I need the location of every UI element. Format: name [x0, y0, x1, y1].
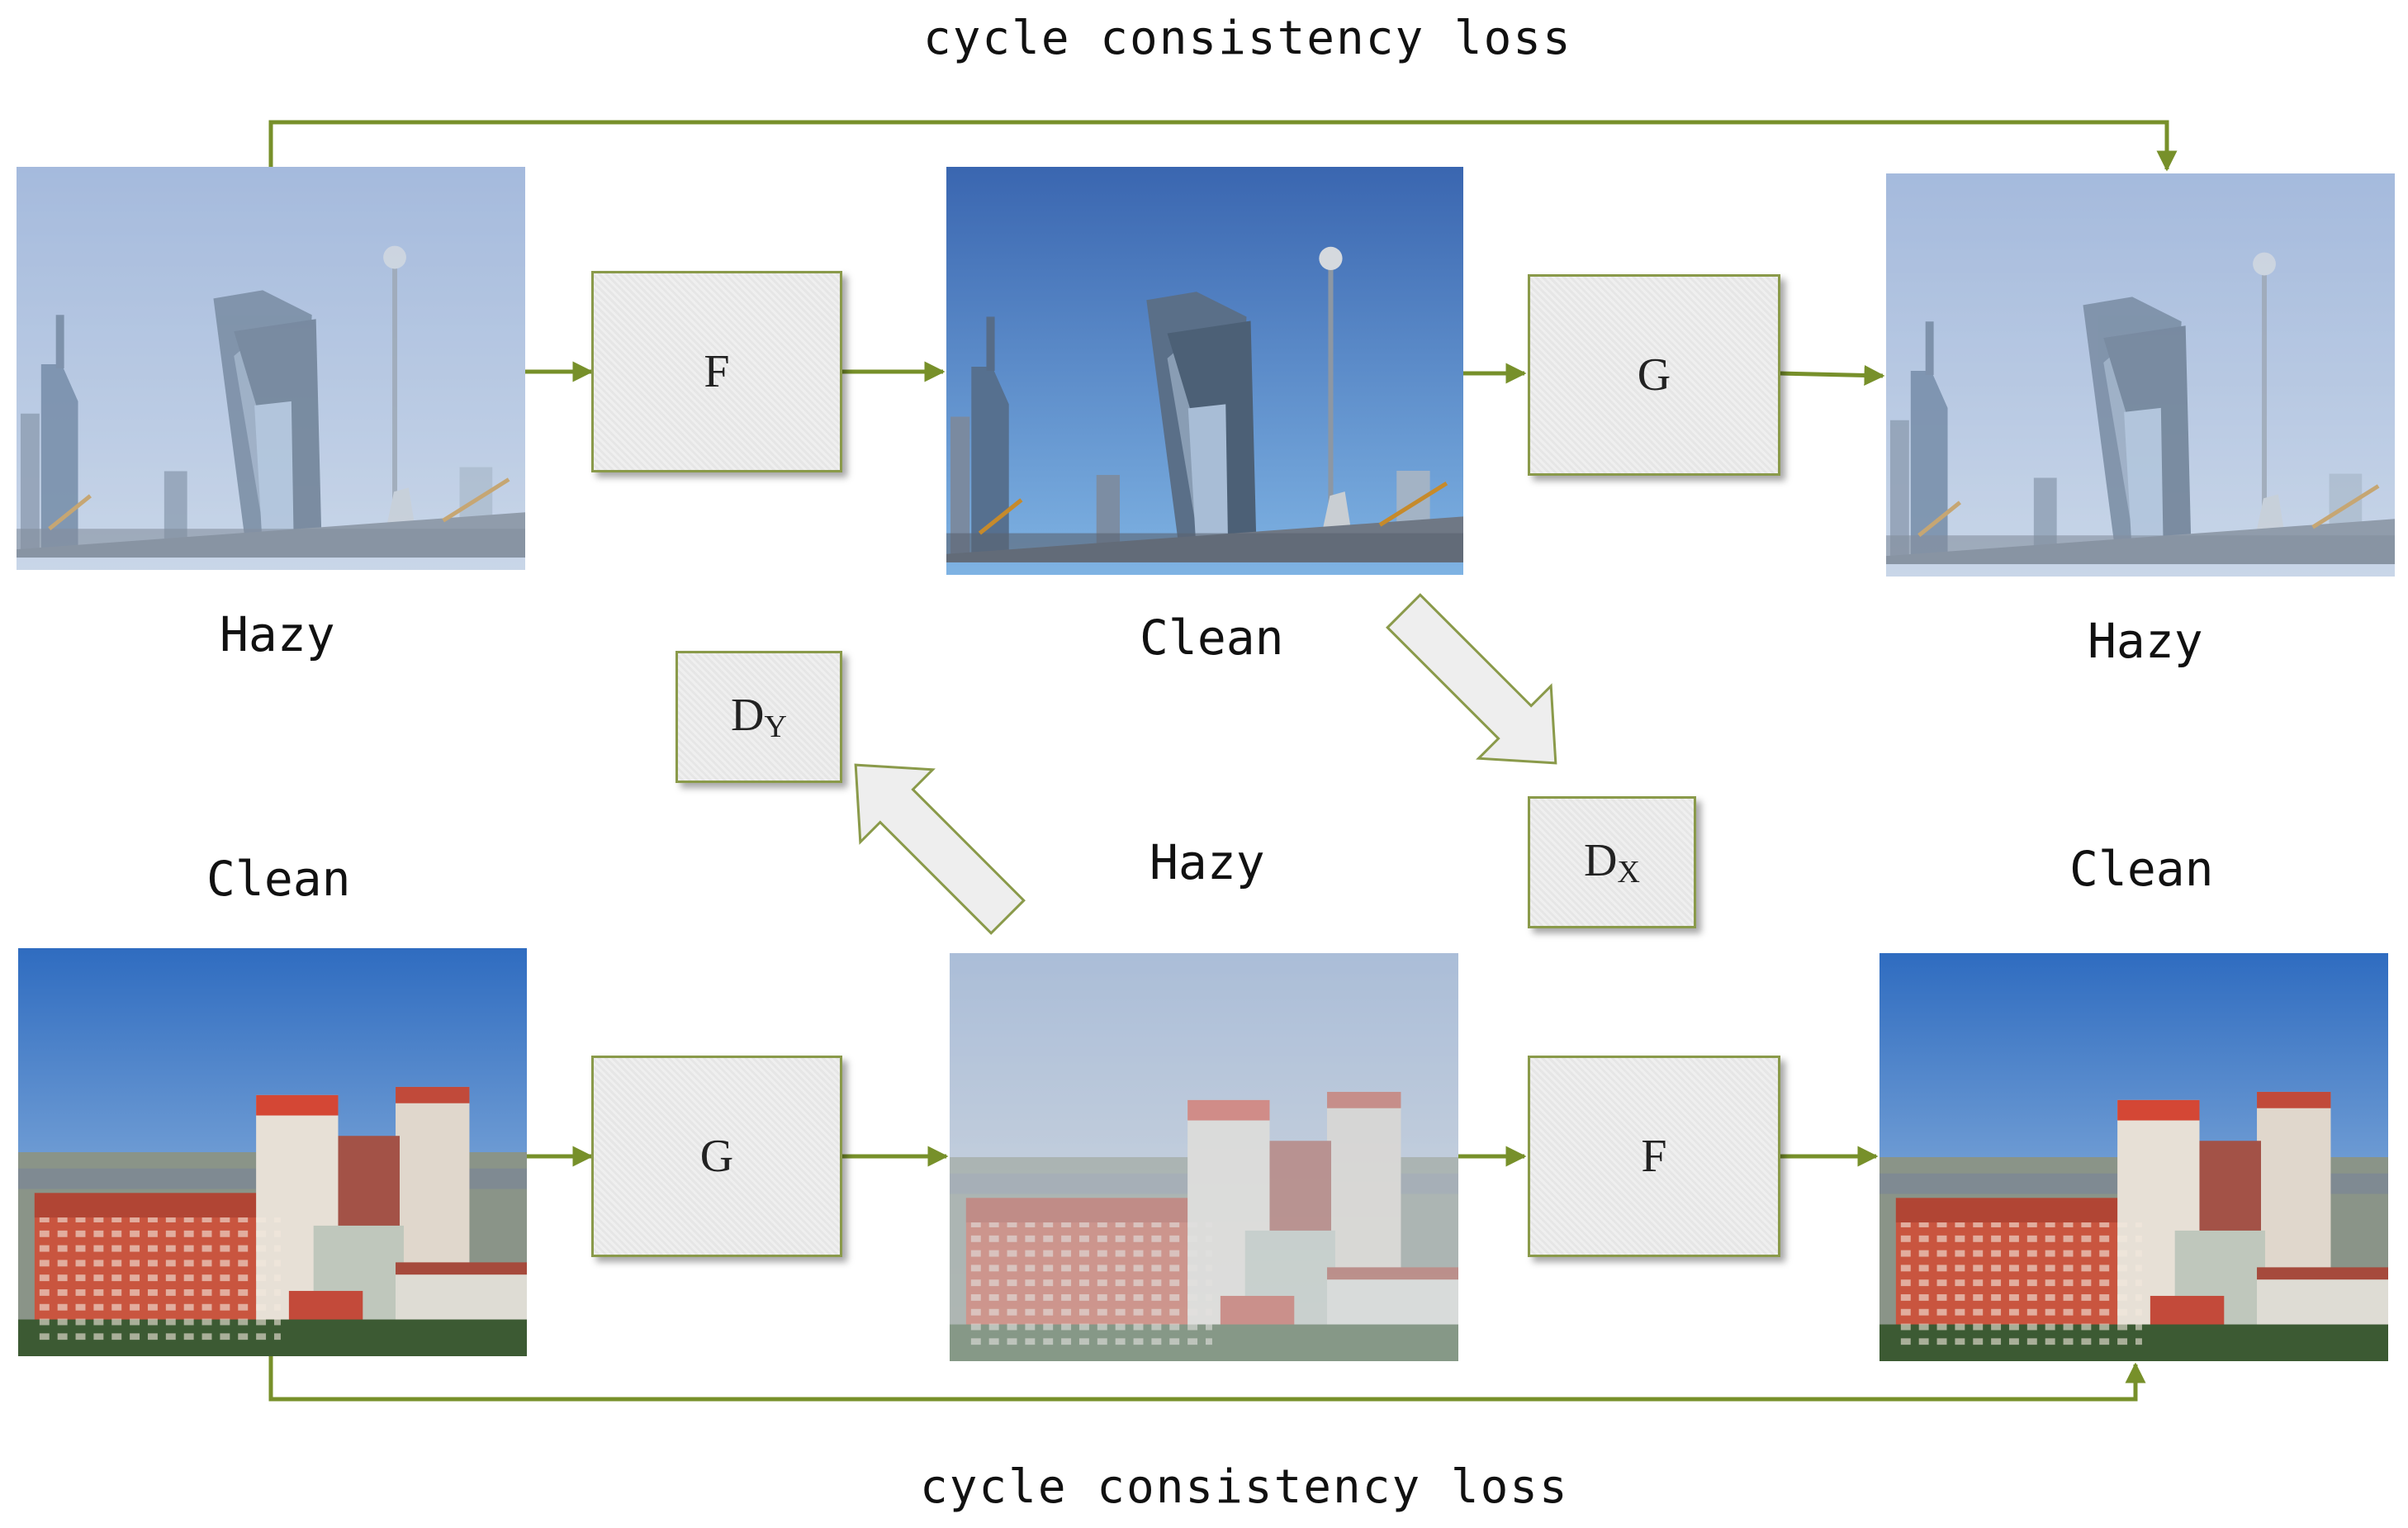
block-arrow-to-dx [1386, 593, 1557, 765]
cycle-loss-caption-top: cycle consistency loss [923, 12, 1572, 65]
cycle-loss-arrow-bottom [268, 1356, 2146, 1402]
generator-f-label-bottom: F [1641, 1131, 1667, 1182]
label-clean-middle: Clean [1140, 610, 1284, 666]
cycle-loss-arrow-top [268, 120, 2178, 172]
cycle-loss-caption-bottom: cycle consistency loss [920, 1460, 1569, 1514]
discriminator-dx-box: DX [1528, 796, 1696, 928]
image-clean-apartments-reconstructed [1879, 953, 2388, 1361]
image-clean-apartments-input [18, 948, 527, 1356]
image-hazy-apartments [950, 953, 1458, 1361]
generator-g-box: G [1528, 274, 1780, 476]
discriminator-dx-label: DX [1584, 835, 1640, 890]
label-hazy-input: Hazy [220, 606, 335, 662]
label-clean-input: Clean [206, 851, 351, 907]
image-clean-tower [946, 167, 1463, 575]
block-arrow-to-dy [854, 763, 1026, 935]
image-hazy-tower-input [17, 167, 525, 570]
arrow-g-to-hazy [1780, 364, 1885, 386]
discriminator-dy-box: DY [675, 651, 842, 783]
generator-f-label: F [704, 346, 730, 397]
generator-g-label-bottom: G [699, 1131, 734, 1182]
generator-f-box: F [591, 271, 842, 472]
label-hazy-output: Hazy [2088, 613, 2203, 669]
label-hazy-middle: Hazy [1149, 834, 1265, 890]
generator-g-label: G [1637, 349, 1671, 401]
generator-f-box-bottom: F [1528, 1056, 1780, 1257]
label-clean-output: Clean [2069, 841, 2214, 897]
generator-g-box-bottom: G [591, 1056, 842, 1257]
image-hazy-tower-reconstructed [1886, 173, 2395, 577]
discriminator-dy-label: DY [731, 690, 787, 744]
